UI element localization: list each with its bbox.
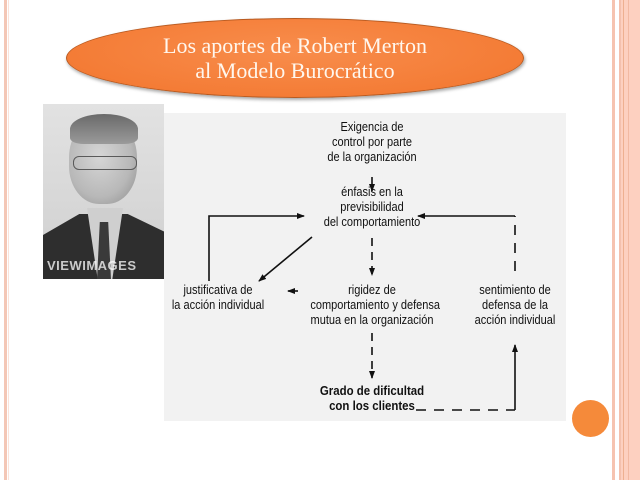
photo-glasses bbox=[73, 156, 137, 170]
right-band-gap bbox=[615, 0, 619, 480]
node-grado-dificultad: Grado de dificultad con los clientes bbox=[319, 383, 425, 413]
merton-diagram: Exigencia de control por parte de la org… bbox=[164, 113, 566, 421]
left-border-rule bbox=[4, 0, 7, 480]
title-oval: Los aportes de Robert Merton al Modelo B… bbox=[66, 18, 524, 98]
node-justificativa-accion: justificativa de la acción individual bbox=[165, 283, 271, 313]
node-text: énfasis en la bbox=[341, 185, 403, 199]
node-text: mutua en la organización bbox=[310, 313, 434, 327]
left-border-rule-thin bbox=[8, 0, 9, 480]
node-text: del comportamiento bbox=[323, 215, 421, 229]
node-text: comportamiento y defensa bbox=[310, 298, 441, 312]
node-text: la acción individual bbox=[171, 298, 265, 312]
node-text: control por parte bbox=[331, 135, 413, 149]
node-rigidez-comportamiento: rigidez de comportamiento y defensa mutu… bbox=[310, 283, 441, 328]
right-band-line bbox=[623, 0, 624, 480]
node-enfasis-previsibilidad: énfasis en la previsibilidad del comport… bbox=[310, 185, 433, 230]
right-band-line bbox=[612, 0, 615, 480]
node-text: Exigencia de bbox=[340, 120, 404, 134]
node-text: justificativa de bbox=[183, 283, 253, 297]
node-text: previsibilidad bbox=[340, 200, 404, 214]
node-text: sentimiento de bbox=[479, 283, 551, 297]
arrow-justificativa-enfasis bbox=[208, 213, 305, 281]
node-text: rigidez de bbox=[348, 283, 396, 297]
photo-hair bbox=[70, 114, 138, 144]
node-text: defensa de la bbox=[481, 298, 549, 312]
slide-title-line-1: Los aportes de Robert Merton bbox=[163, 33, 427, 58]
arrow-enfasis-justificativa bbox=[258, 236, 313, 282]
decorative-orange-circle bbox=[572, 400, 609, 437]
node-text: de la organización bbox=[327, 150, 417, 164]
diagram-arrows bbox=[208, 177, 518, 411]
photo-watermark: VIEWIMAGES bbox=[47, 258, 137, 273]
right-band-line bbox=[619, 0, 621, 480]
right-band-line bbox=[628, 0, 629, 480]
node-exigencia-control: Exigencia de control por parte de la org… bbox=[319, 120, 425, 165]
node-text: acción individual bbox=[474, 313, 556, 327]
node-text: Grado de dificultad bbox=[319, 383, 425, 398]
photo-tie bbox=[97, 222, 111, 279]
merton-portrait-photo: VIEWIMAGES bbox=[43, 104, 164, 279]
slide-title-line-2: al Modelo Burocrático bbox=[195, 58, 395, 83]
node-sentimiento-defensa: sentimiento de defensa de la acción indi… bbox=[467, 283, 564, 328]
node-text: con los clientes bbox=[329, 398, 415, 413]
